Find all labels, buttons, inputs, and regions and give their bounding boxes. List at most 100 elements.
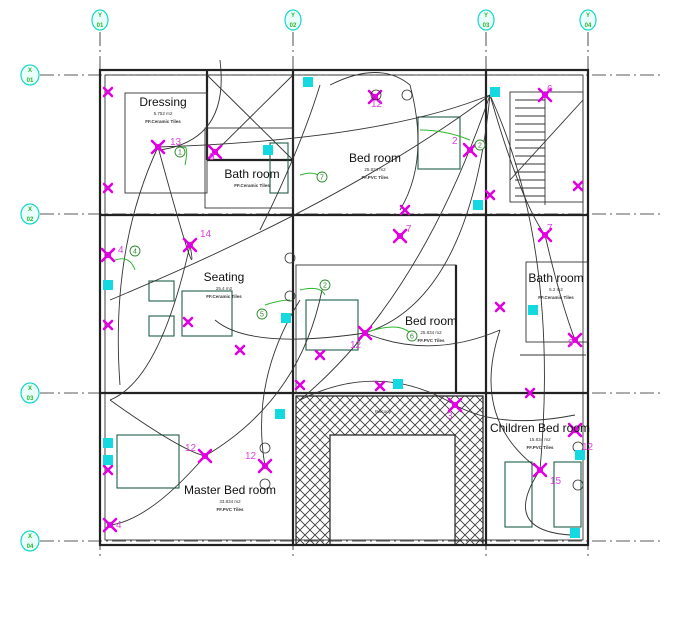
fixture-cross [102,319,114,331]
fixture-cross [294,379,306,391]
fixture-cross [399,204,411,216]
circuit-number: 4 [118,245,124,256]
wall-light-icon [182,316,194,328]
fixture-cross [102,182,114,194]
wire-run [525,469,571,536]
wire-run [157,94,491,148]
socket-icon [103,280,113,290]
fixture-center [452,402,458,408]
grid-bubble-row: X02 [20,203,40,225]
light-fixture-icon [182,237,198,253]
socket-icon [263,145,273,155]
grid-bubble-circle [284,9,302,31]
fixture-center [542,92,548,98]
circuit-number: 12 [185,443,197,454]
socket-icon [103,438,113,448]
switch-icon: 7 [316,171,328,183]
circuit-number: 12 [245,451,257,462]
grid-bubble-number: 02 [27,217,34,223]
grid-bubble-circle [20,203,40,225]
furniture [116,116,582,528]
wall-light-icon [399,204,411,216]
circuit-number: 6 [547,84,553,95]
circuit-number: 15 [550,476,562,487]
switch-icon: 2 [319,279,331,291]
room-name: Seating [204,270,245,284]
grid-bubble-number: 03 [27,396,34,402]
socket-icon [490,87,500,97]
light-fixture-icon [392,228,408,244]
fan-ring [370,89,382,101]
fixture-center [202,453,208,459]
fixture-center [372,94,378,100]
switch-number: 6 [410,334,414,341]
wire-run [214,319,366,340]
switch-circle [474,139,486,151]
room-finish: FF.Ceramic Tiles [206,294,242,299]
grid-bubble-number: 01 [97,23,104,29]
grid-bubble-letter: Y [98,13,102,19]
switch-wire [299,287,326,296]
fixture-cross [102,86,114,98]
wire-run [109,244,191,401]
room-area: 5.2 m2 [549,287,563,292]
room-name: Dressing [139,95,186,109]
circuit-number: 13 [170,137,182,148]
switch-circle [129,245,141,257]
fixture-cross [374,380,386,392]
wire-run [454,404,576,422]
circuit-number: 2 [452,136,458,147]
light-fixture-icon [537,227,553,243]
room-name: Bed room [405,314,457,328]
fixture-center [107,522,113,528]
fixture-center [187,242,193,248]
fan-ring [284,290,296,302]
fixture-center [572,427,578,433]
switch-icon: 2 [474,139,486,151]
switch-icon: 4 [129,245,141,257]
wall-light-icon [572,180,584,192]
grid-bubble-number: 04 [27,544,34,550]
circuit-number: 12 [371,99,383,110]
switch-icon: 5 [256,308,268,320]
light-fixture-icon [150,139,166,155]
grid-bubble-letter: X [28,534,32,540]
grid-bubble-circle [579,9,597,31]
fixture-cross [234,344,246,356]
wire-run [109,94,491,301]
fixture-center [155,144,161,150]
socket-icon [275,409,285,419]
room-area: 25.834 m2 [364,167,386,172]
grid-bubble-letter: X [28,386,32,392]
wire-run [109,399,206,457]
sockets [103,77,585,538]
wire-run [117,146,159,386]
wire-run [399,84,419,211]
wall-light-icon [234,344,246,356]
wall-light-icon [102,319,114,331]
wiring [109,59,576,536]
light-fixture-icon [567,332,583,348]
fixture-center [212,149,218,155]
balcony-label: Balcony [375,409,392,414]
wire-run [299,94,491,401]
circuit-number: 9 [209,152,215,163]
grid-bubble-letter: Y [484,13,488,19]
switch-number: 2 [323,283,327,290]
grid-bubble-letter: X [28,68,32,74]
room-name: Children Bed room [490,421,590,435]
socket-icon [575,450,585,460]
wire-run [299,380,456,406]
fan-ring [284,252,296,264]
switch-wire [264,299,291,306]
socket-icon [281,313,291,323]
circuit-number: 12 [350,340,362,351]
switch-circle [406,330,418,342]
room-finish: FF.PVC Tiles [362,175,389,180]
grid-bubble-number: 04 [585,23,592,29]
